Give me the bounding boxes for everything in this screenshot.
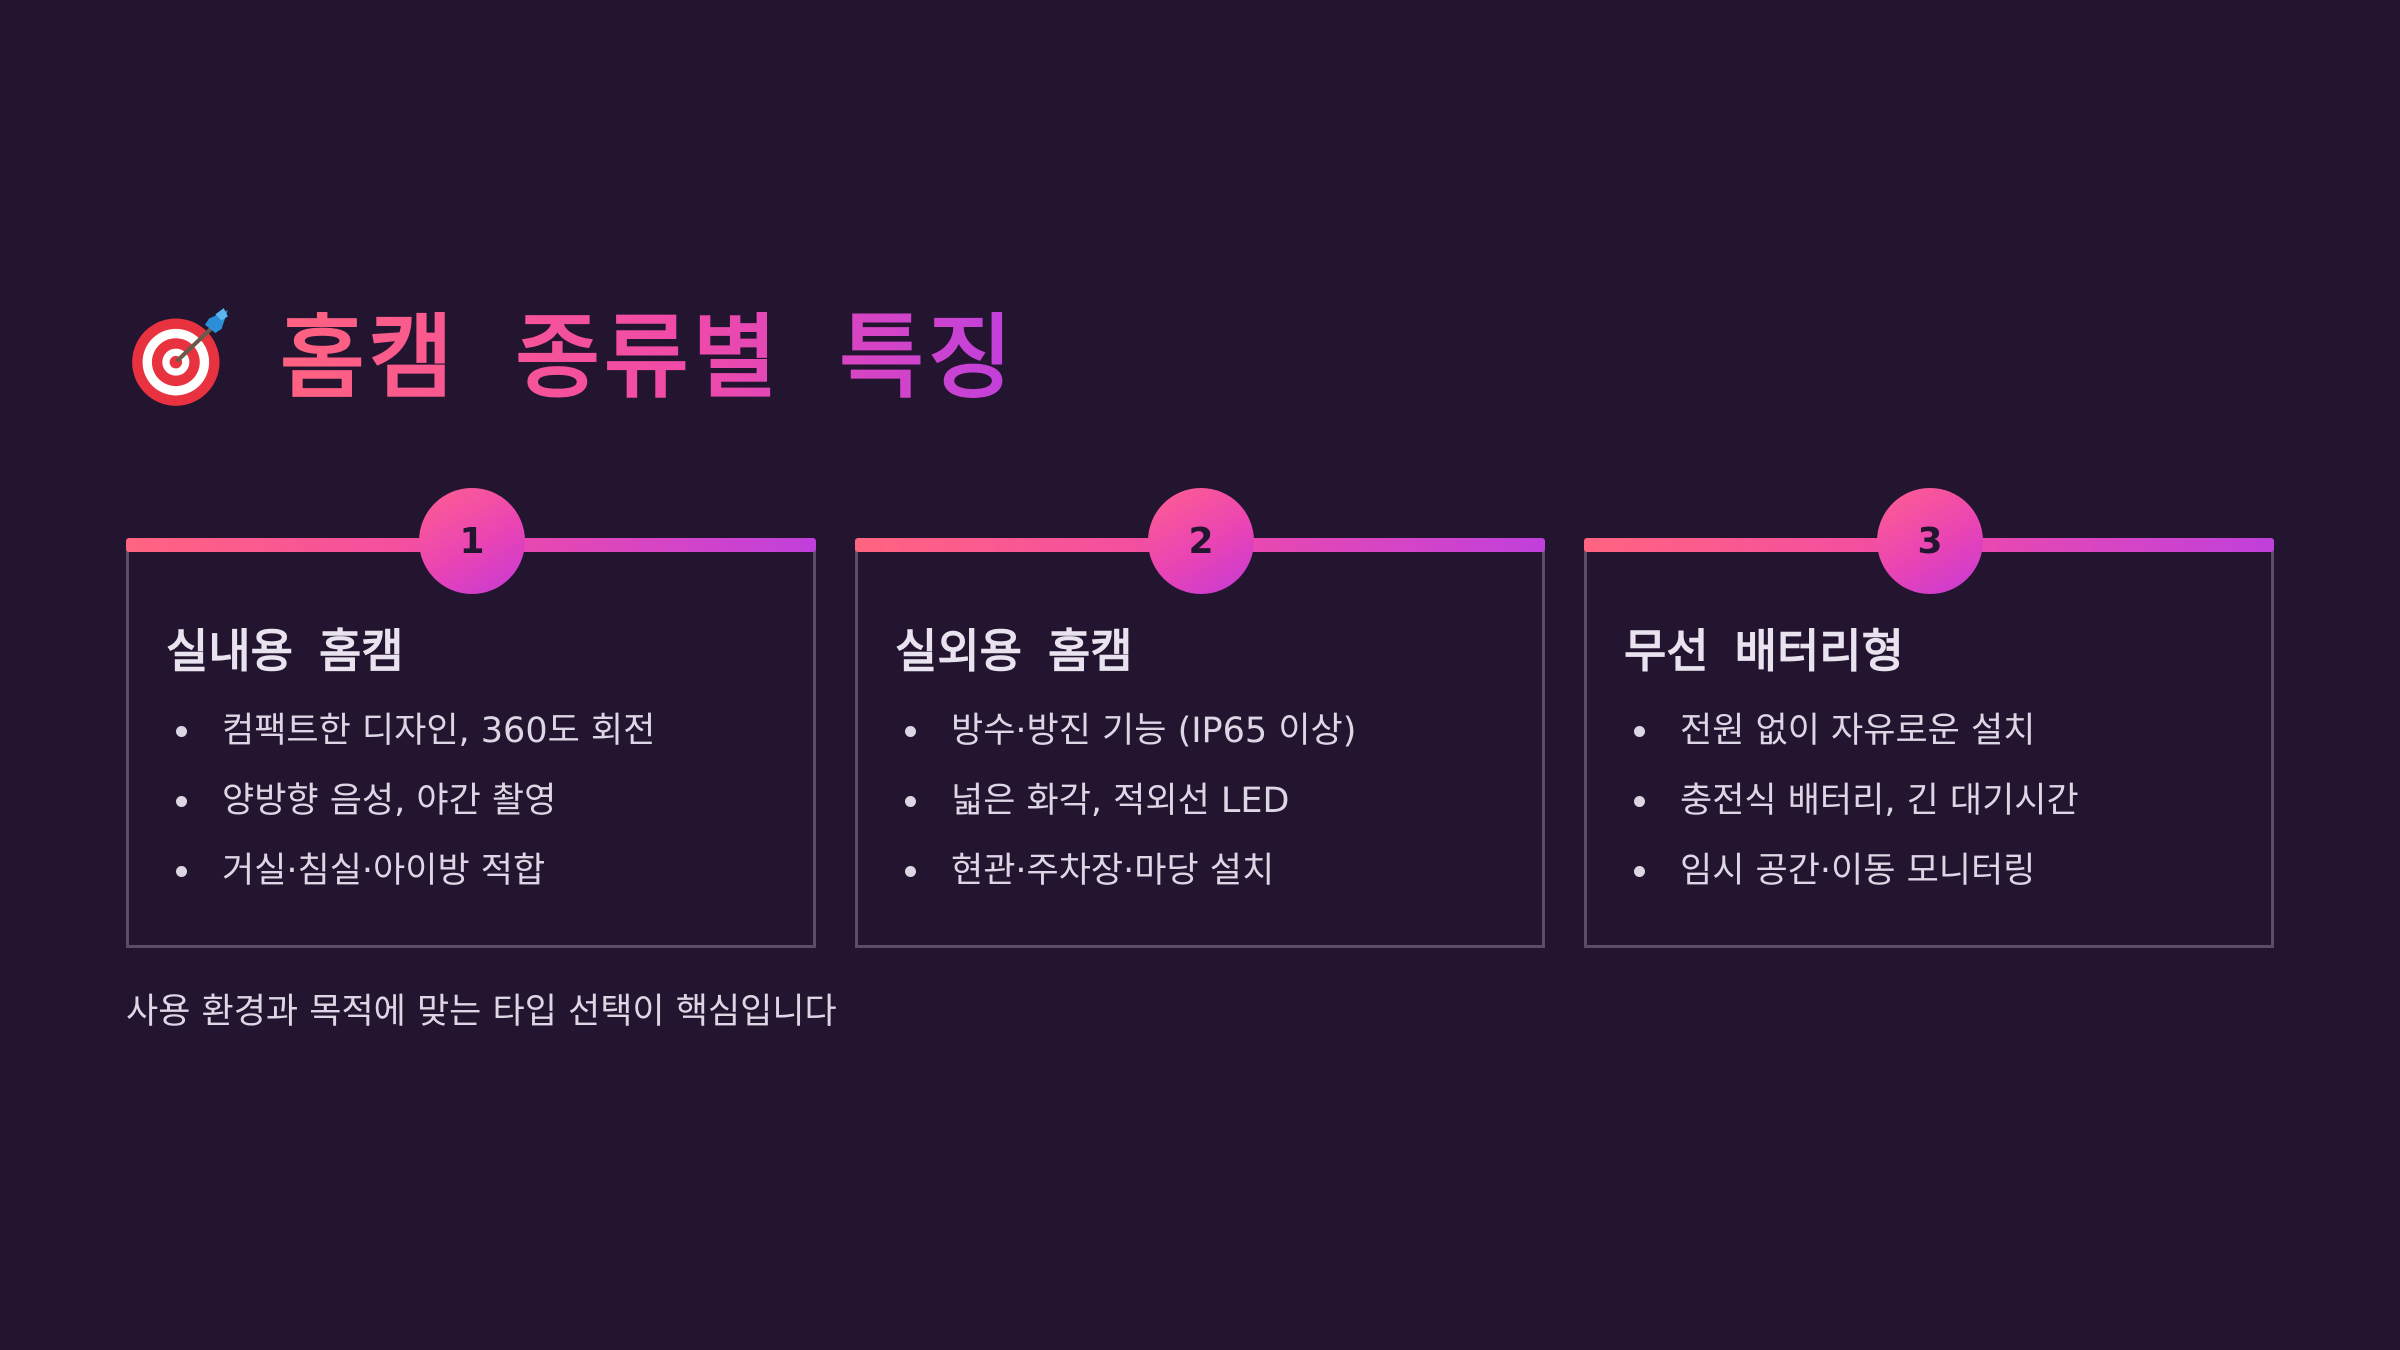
card-number-badge: 1 bbox=[419, 488, 525, 594]
list-item: 컴팩트한 디자인, 360도 회전 bbox=[164, 710, 655, 780]
page-title: 홈캠 종류별 특징 bbox=[280, 304, 1017, 411]
feature-card-indoor: 1 실내용 홈캠 컴팩트한 디자인, 360도 회전 양방향 음성, 야간 촬영… bbox=[126, 488, 816, 948]
card-bullet-list: 방수·방진 기능 (IP65 이상) 넓은 화각, 적외선 LED 현관·주차장… bbox=[893, 710, 1356, 920]
list-item: 양방향 음성, 야간 촬영 bbox=[164, 780, 655, 850]
card-frame bbox=[855, 542, 1545, 948]
slide-title-row: 홈캠 종류별 특징 bbox=[128, 300, 1017, 416]
feature-card-battery: 3 무선 배터리형 전원 없이 자유로운 설치 충전식 배터리, 긴 대기시간 … bbox=[1584, 488, 2274, 948]
card-bullet-list: 전원 없이 자유로운 설치 충전식 배터리, 긴 대기시간 임시 공간·이동 모… bbox=[1622, 710, 2079, 920]
feature-cards: 1 실내용 홈캠 컴팩트한 디자인, 360도 회전 양방향 음성, 야간 촬영… bbox=[126, 488, 2274, 948]
footer-note: 사용 환경과 목적에 맞는 타입 선택이 핵심입니다 bbox=[126, 992, 837, 1032]
card-bullet-list: 컴팩트한 디자인, 360도 회전 양방향 음성, 야간 촬영 거실·침실·아이… bbox=[164, 710, 655, 920]
card-title: 실외용 홈캠 bbox=[895, 624, 1133, 678]
card-title: 실내용 홈캠 bbox=[166, 624, 404, 678]
list-item: 거실·침실·아이방 적합 bbox=[164, 850, 655, 920]
list-item: 임시 공간·이동 모니터링 bbox=[1622, 850, 2079, 920]
list-item: 현관·주차장·마당 설치 bbox=[893, 850, 1356, 920]
card-frame bbox=[126, 542, 816, 948]
card-number-badge: 2 bbox=[1148, 488, 1254, 594]
list-item: 방수·방진 기능 (IP65 이상) bbox=[893, 710, 1356, 780]
card-title: 무선 배터리형 bbox=[1624, 624, 1904, 678]
card-number-badge: 3 bbox=[1877, 488, 1983, 594]
list-item: 충전식 배터리, 긴 대기시간 bbox=[1622, 780, 2079, 850]
card-frame bbox=[1584, 542, 2274, 948]
list-item: 전원 없이 자유로운 설치 bbox=[1622, 710, 2079, 780]
feature-card-outdoor: 2 실외용 홈캠 방수·방진 기능 (IP65 이상) 넓은 화각, 적외선 L… bbox=[855, 488, 1545, 948]
list-item: 넓은 화각, 적외선 LED bbox=[893, 780, 1356, 850]
dart-target-icon bbox=[132, 308, 228, 406]
